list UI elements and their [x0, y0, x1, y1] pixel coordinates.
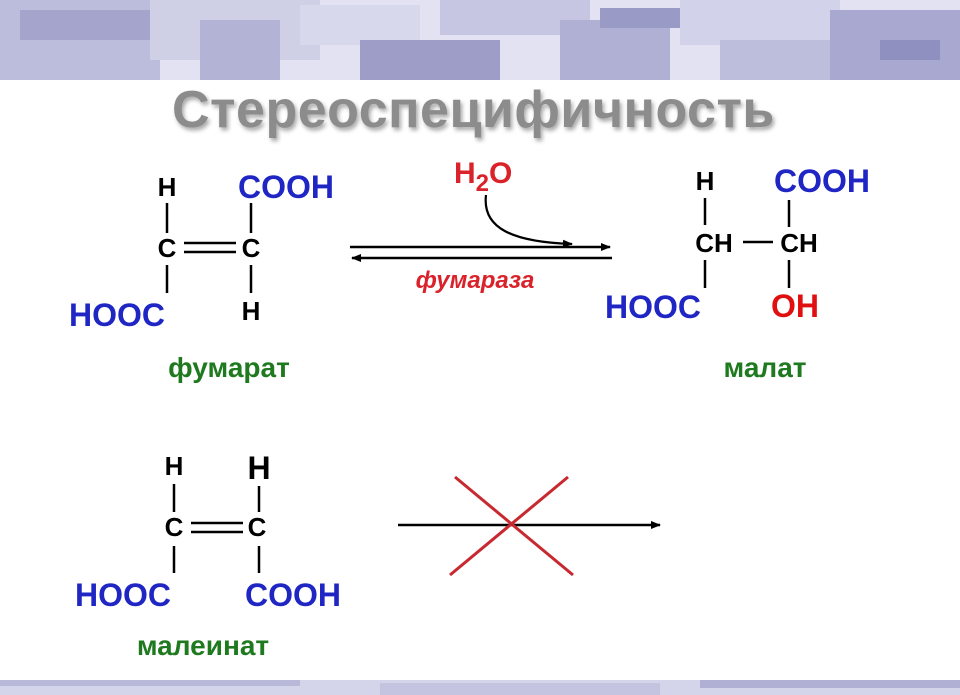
banner-block	[200, 20, 280, 80]
fumarate-cooh: COOH	[238, 169, 334, 205]
maleate-carbon-left: C	[165, 512, 184, 542]
header-banner	[0, 0, 960, 80]
banner-block	[880, 40, 940, 60]
fumarate-name: фумарат	[168, 352, 290, 383]
maleate-cooh: COOH	[245, 577, 341, 613]
water-label: H2O	[454, 157, 512, 197]
footer-bar	[0, 680, 960, 695]
water-curved-arrow	[484, 194, 573, 248]
malate-h-top: H	[696, 166, 715, 196]
banner-block	[680, 0, 840, 45]
banner-block	[560, 20, 670, 80]
fumarate-carbon-right: C	[242, 233, 261, 263]
banner-block	[600, 8, 690, 28]
malate-name: малат	[724, 352, 807, 383]
cross-line	[454, 475, 574, 577]
fumarate-h-top: H	[158, 172, 177, 202]
banner-block	[20, 10, 150, 40]
page-title: Стереоспецифичность	[172, 81, 775, 139]
maleate-hooc: HOOC	[75, 577, 171, 613]
maleate-h-right: H	[247, 450, 270, 486]
footer-block	[700, 680, 960, 688]
maleate-structure: H H C C HOOC COOH малеинат	[75, 450, 341, 661]
maleate-name: малеинат	[137, 630, 269, 661]
banner-block	[720, 40, 840, 80]
banner-block	[300, 5, 420, 45]
fumarate-carbon-left: C	[158, 233, 177, 263]
malate-ch-right: CH	[780, 228, 818, 258]
cross-line	[449, 475, 569, 577]
footer-block	[380, 683, 660, 695]
enzyme-label: фумараза	[416, 267, 535, 294]
blocked-reaction	[398, 475, 661, 577]
malate-hooc: HOOC	[605, 289, 701, 325]
footer-block	[0, 680, 300, 686]
fumarate-h-bottom: H	[242, 296, 261, 326]
maleate-h-left: H	[165, 451, 184, 481]
malate-oh: OH	[771, 288, 819, 324]
malate-cooh: COOH	[774, 163, 870, 199]
fumarate-hooc: HOOC	[69, 297, 165, 333]
maleate-carbon-right: C	[248, 512, 267, 542]
malate-ch-left: CH	[695, 228, 733, 258]
malate-structure: H CH CH COOH HOOC OH малат	[605, 163, 870, 383]
fumarate-structure: H C C COOH HOOC H фумарат	[69, 169, 334, 383]
banner-block	[360, 40, 500, 80]
equilibrium-arrows: H2O фумараза	[350, 157, 612, 294]
